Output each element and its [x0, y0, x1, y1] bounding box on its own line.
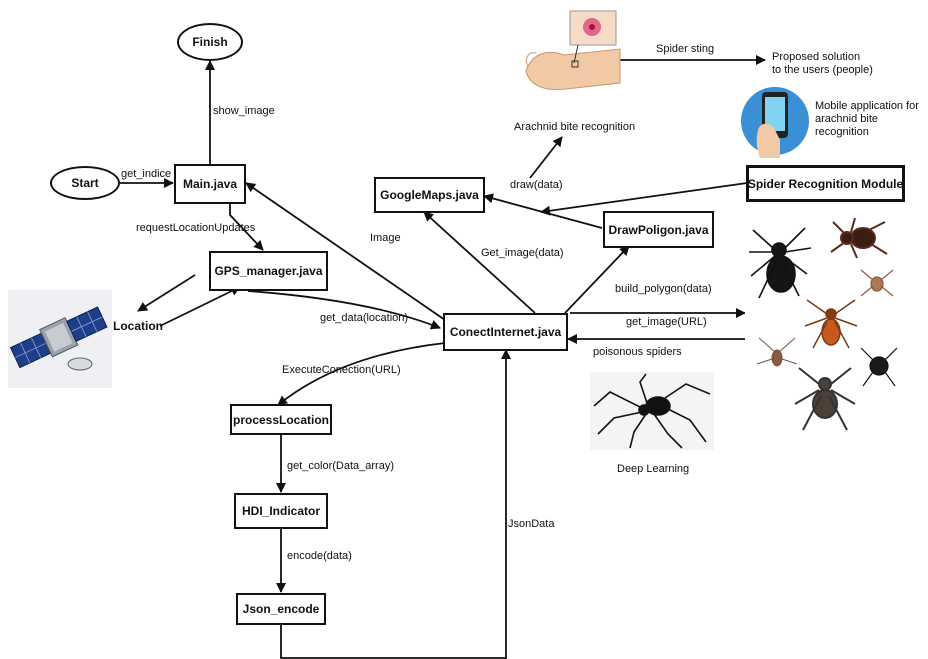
label-json-data: JsonData — [508, 518, 555, 530]
hairy-spider — [794, 367, 856, 431]
caption-proposed-line2: to the users (people) — [772, 64, 873, 76]
label-image: Image — [370, 232, 401, 244]
orange-spider — [804, 299, 858, 349]
edge-conect-drawpoligon — [564, 245, 630, 314]
edge-gps-satellite — [137, 274, 196, 312]
node-finish: Finish — [177, 23, 243, 61]
label-encode-data: encode(data) — [287, 550, 352, 562]
edge-main-gps — [229, 203, 264, 251]
edge-conect-googlemaps — [423, 211, 536, 314]
node-conectinternet: ConectInternet.java — [443, 313, 568, 351]
edge-gps-conect — [247, 290, 441, 330]
node-location: Location — [113, 319, 163, 333]
node-gps-manager: GPS_manager.java — [209, 251, 328, 291]
edge-spidermodule-googlemaps — [540, 182, 748, 216]
label-build-polygon: build_polygon(data) — [615, 283, 712, 295]
label-request-location: requestLocationUpdates — [136, 222, 256, 234]
satellite-image — [8, 290, 112, 388]
black-widow-spider — [749, 227, 812, 299]
label-get-color: get_color(Data_array) — [287, 460, 394, 472]
node-start: Start — [50, 166, 120, 200]
label-get-data-location: get_data(location) — [320, 312, 409, 324]
label-poisonous-spiders: poisonous spiders — [593, 346, 682, 358]
label-spider-sting: Spider sting — [656, 43, 715, 55]
node-main-java: Main.java — [174, 164, 246, 204]
mobile-app-image — [741, 87, 809, 158]
label-show-image: show_image — [213, 105, 275, 117]
small-brown-spider — [860, 269, 894, 297]
edge-location-gps — [159, 286, 241, 327]
node-spider-module: Spider Recognition Module — [746, 165, 905, 202]
edge-json-conect — [280, 349, 511, 659]
caption-proposed-solution: Proposed solution to the users (people) — [772, 51, 873, 77]
caption-arachnid-bite: Arachnid bite recognition — [514, 121, 636, 133]
label-get-indice: get_indice — [121, 168, 172, 180]
label-draw-data: draw(data) — [510, 179, 563, 191]
spider-collage-image — [745, 208, 905, 452]
node-googlemaps: GoogleMaps.java — [374, 177, 485, 213]
edge-conect-main — [245, 182, 446, 321]
caption-mobile-app: Mobile application for arachnid bite rec… — [815, 100, 928, 139]
label-execute-conection: ExecuteConection(URL) — [282, 364, 401, 376]
node-hdi-indicator: HDI_Indicator — [234, 493, 328, 529]
tarantula-spider — [830, 217, 888, 259]
caption-deep-learning: Deep Learning — [617, 463, 690, 475]
label-get-image-data: Get_image(data) — [481, 247, 564, 259]
caption-mobile-line2: arachnid bite recognition — [815, 113, 878, 138]
node-json-encode: Json_encode — [236, 593, 326, 625]
node-processlocation: processLocation — [230, 404, 332, 435]
edge-googlemaps-bite — [529, 136, 563, 179]
deep-learning-spider-image — [590, 372, 714, 450]
thin-spider — [756, 337, 798, 367]
node-drawpoligon: DrawPoligon.java — [603, 211, 714, 248]
widow-spider-small — [860, 347, 898, 387]
edge-conect-process — [277, 342, 446, 406]
label-get-image-url: get_image(URL) — [626, 316, 707, 328]
caption-mobile-line1: Mobile application for — [815, 100, 919, 112]
hand-sting-image — [525, 10, 621, 90]
caption-proposed-line1: Proposed solution — [772, 51, 861, 63]
